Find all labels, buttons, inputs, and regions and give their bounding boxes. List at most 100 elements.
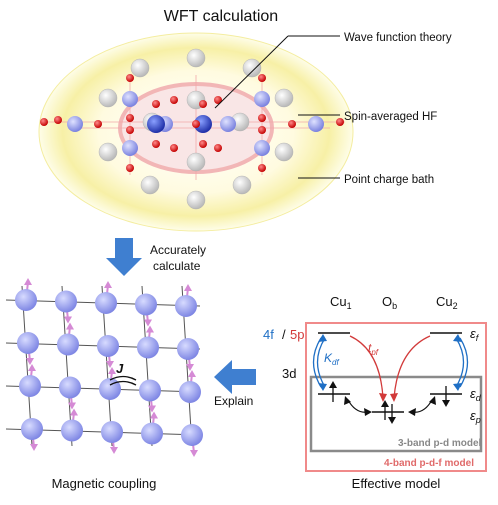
lattice-col-line: [61, 285, 73, 447]
lattice-atom: [139, 379, 161, 402]
lattice-atom: [135, 293, 157, 316]
bath-ion: [242, 58, 262, 78]
level-3d-label: 3d: [282, 366, 296, 381]
lattice-atom: [57, 333, 79, 356]
label-spin-averaged-hf: Spin-averaged HF: [344, 111, 437, 123]
eps-f-label: εf: [470, 326, 480, 343]
lattice-atom: [17, 332, 39, 354]
oxygen-ion: [214, 96, 222, 104]
oxygen-ion: [54, 116, 62, 124]
k-df-head-bottom: [318, 383, 327, 391]
level-slash: /: [282, 327, 286, 342]
spin-head: [28, 364, 36, 371]
t-pf-right: [393, 335, 431, 399]
lattice-atom: [61, 419, 83, 442]
t-pf-right-head: [390, 393, 398, 402]
bath-ion: [98, 142, 118, 162]
down-label-1: Accurately: [150, 243, 206, 257]
spin-head: [184, 284, 192, 291]
t-pd-right-head-b: [408, 408, 416, 416]
t-pd-left-head-a: [344, 396, 351, 405]
lattice-atom: [177, 338, 199, 360]
oxygen-ion: [336, 118, 344, 126]
lattice-atom: [175, 295, 197, 317]
cu1-label: Cu1: [330, 294, 352, 311]
lattice-atom: [55, 290, 77, 313]
k-df-head-top: [318, 334, 327, 342]
k-df-right-head-top: [453, 334, 462, 342]
lattice-atoms: [15, 289, 203, 446]
spin-head: [148, 405, 156, 413]
ob-label: Ob: [382, 294, 397, 311]
bath-ion: [274, 142, 294, 162]
lattice-caption: Magnetic coupling: [52, 476, 157, 491]
cluster-atoms: [40, 48, 345, 210]
spin-head: [30, 444, 38, 451]
lattice-atom: [137, 336, 159, 359]
cu2-label: Cu2: [436, 294, 458, 311]
lattice-atom: [99, 378, 121, 400]
lattice-atom: [21, 418, 43, 440]
oxygen-ion: [258, 164, 266, 172]
spin-head: [146, 325, 154, 333]
label-wave-function-theory: Wave function theory: [344, 32, 452, 44]
oxygen-ion: [214, 144, 222, 152]
model-caption: Effective model: [352, 476, 441, 491]
spin-head: [190, 450, 198, 457]
eps-d-label: εd: [470, 386, 482, 403]
lattice-atom: [179, 381, 201, 403]
down-arrow: [106, 238, 142, 276]
k-df-line-2: [316, 337, 326, 388]
j-arc-bottom: [109, 380, 137, 386]
central-cu-ion: [147, 115, 165, 133]
spin-head: [26, 358, 34, 365]
oxygen-ion: [258, 74, 266, 82]
spin-head: [108, 367, 116, 374]
spin-head: [106, 361, 114, 368]
oxygen-ion: [152, 140, 160, 148]
top-title: WFT calculation: [164, 8, 278, 25]
spin-head: [188, 370, 196, 377]
oxygen-ion: [192, 120, 200, 128]
oxygen-ion: [126, 126, 134, 134]
oxygen-ion: [258, 126, 266, 134]
central-cu-ion: [194, 115, 212, 133]
j-label: J: [116, 361, 124, 376]
lattice-atom: [59, 376, 81, 399]
k-df-right-line-2: [459, 337, 469, 388]
t-pf-label: tpf: [368, 341, 379, 357]
spin-head: [110, 447, 118, 454]
cu-ion: [122, 140, 138, 156]
k-df-label: Kdf: [324, 351, 339, 367]
spin-head: [186, 364, 194, 371]
oxygen-ion: [126, 164, 134, 172]
box-4band-label: 4-band p-d-f model: [384, 458, 474, 469]
cu-ion: [254, 91, 270, 107]
lattice-atom: [15, 289, 37, 311]
oxygen-ion: [126, 114, 134, 122]
oxygen-ion: [126, 74, 134, 82]
spin-head: [24, 278, 32, 285]
box-3band: [309, 375, 483, 453]
oxygen-ion: [170, 144, 178, 152]
label-point-charge-bath: Point charge bath: [344, 174, 434, 186]
box-4band: [305, 322, 487, 472]
cu-ion: [220, 116, 236, 132]
lattice-atom: [101, 421, 123, 443]
cu-ion: [67, 116, 83, 132]
bath-ion: [140, 175, 160, 195]
k-df-right-line-1: [455, 337, 465, 388]
lattice-atom: [181, 424, 203, 446]
box-3band-label: 3-band p-d model: [398, 438, 482, 449]
cu-ion: [308, 116, 324, 132]
bath-ion: [98, 88, 118, 108]
spin-head: [104, 281, 112, 288]
oxygen-ion: [199, 100, 207, 108]
k-df-right-head-bottom: [453, 383, 462, 391]
bath-ion: [274, 88, 294, 108]
oxygen-ion: [170, 96, 178, 104]
lattice-atom: [141, 422, 163, 445]
spin-down-ob-head: [388, 417, 396, 424]
